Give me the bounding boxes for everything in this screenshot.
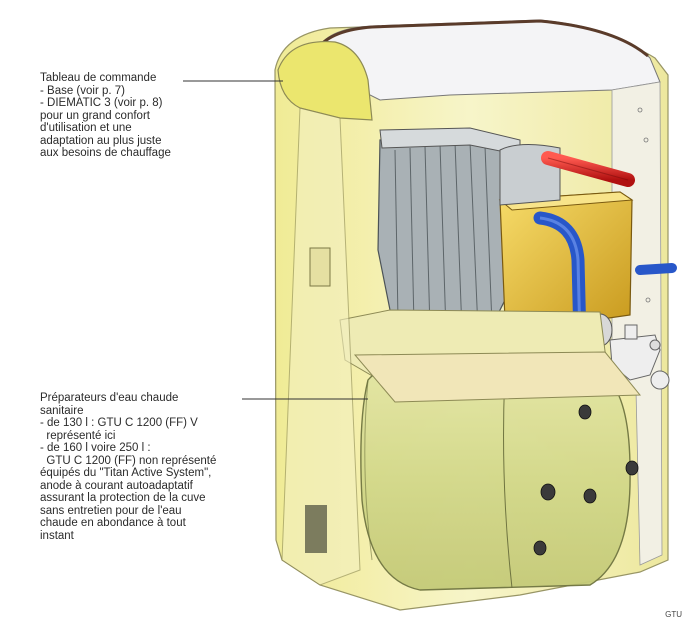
callout-line: - de 160 l voire 250 l :: [40, 442, 151, 454]
front-slot: [309, 247, 331, 287]
tank-top-plate: [353, 351, 642, 403]
callout-line: GTU C 1200 (FF) non représenté: [40, 454, 217, 467]
callout-control-panel: Tableau de commande- Base (voir p. 7)- D…: [40, 72, 171, 160]
callout-line: sans entretien pour de l'eau: [40, 504, 182, 517]
top-cover-edge: [316, 19, 649, 58]
callout-line: pour un grand confort: [40, 109, 150, 122]
boiler-fins: [394, 141, 493, 333]
callout-line: sanitaire: [40, 404, 84, 417]
callout-line: d'utilisation et une: [40, 122, 132, 134]
base-foot: [305, 505, 327, 553]
cabinet-front-edge: [281, 107, 361, 586]
callout-line: chaude en abondance à tout: [40, 517, 186, 529]
reference-code: GTU: [665, 610, 682, 619]
tank-connections: [533, 404, 639, 556]
callout-line: - DIEMATIC 3 (voir p. 8): [40, 97, 163, 109]
callout-line: - Base (voir p. 7): [40, 84, 125, 97]
callout-line: anode à courant autoadaptatif: [40, 479, 193, 492]
callout-line: Préparateurs d'eau chaude: [40, 392, 179, 404]
control-panel: [277, 40, 373, 121]
callout-line: aux besoins de chauffage: [40, 147, 171, 159]
callout-line: équipés du "Titan Active System",: [40, 467, 212, 479]
callout-line: - de 130 l : GTU C 1200 (FF) V: [40, 417, 198, 429]
heat-exchanger: [499, 191, 633, 326]
callout-line: Tableau de commande: [40, 72, 157, 84]
callout-line: représenté ici: [40, 429, 116, 442]
callout-line: instant: [40, 529, 74, 542]
cold-water-pipe-right: [635, 263, 677, 275]
callout-line: assurant la protection de la cuve: [40, 492, 206, 504]
callout-line: adaptation au plus juste: [40, 134, 162, 147]
